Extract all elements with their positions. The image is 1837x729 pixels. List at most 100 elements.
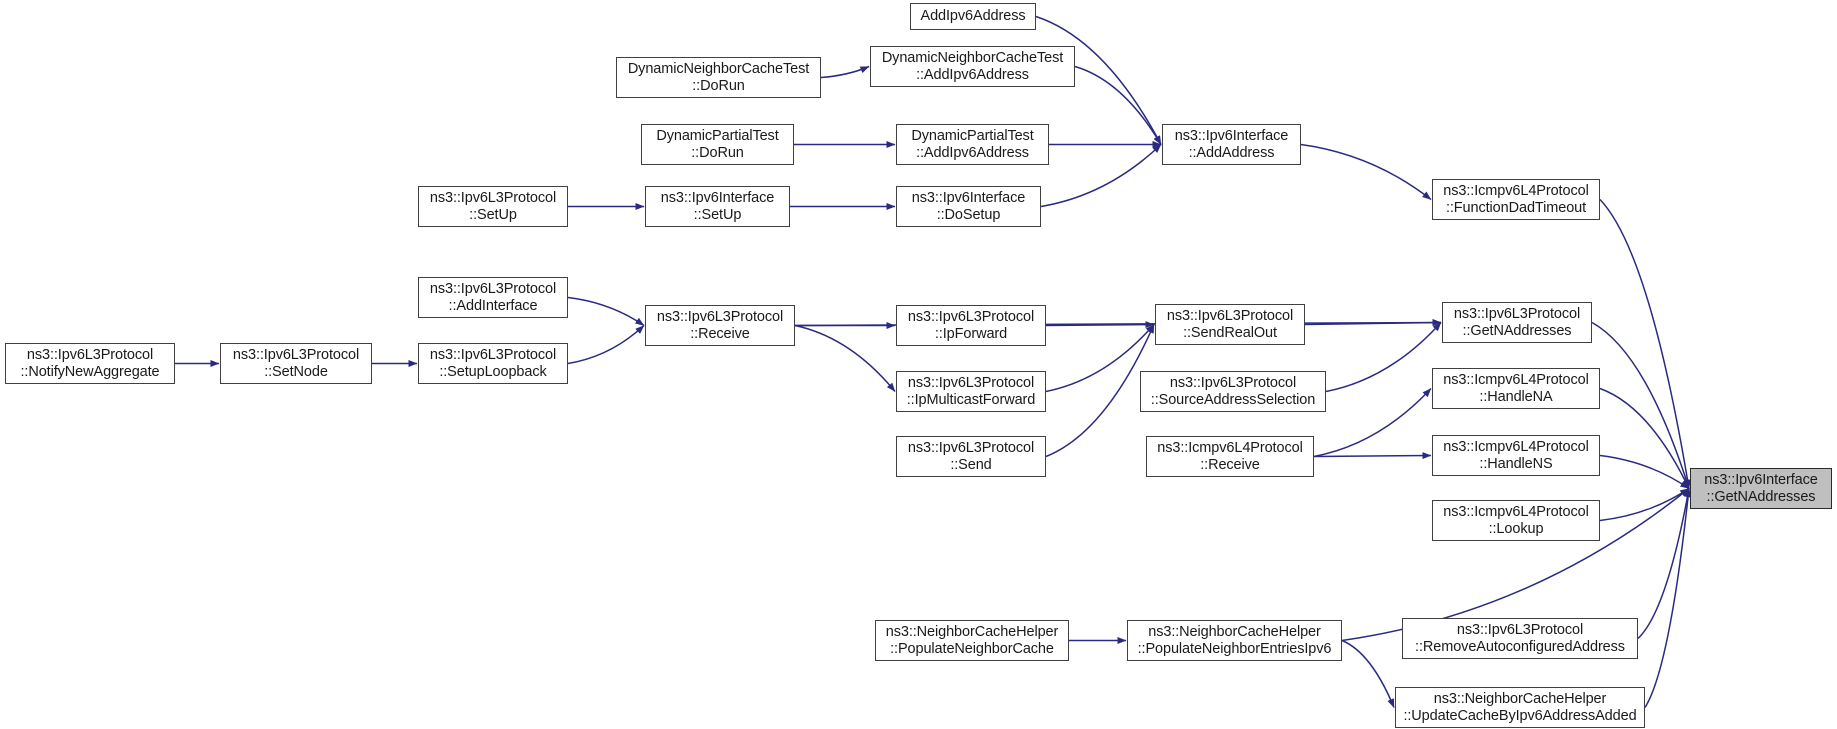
graph-node-icmp_functiondadtimeout[interactable]: ns3::Icmpv6L4Protocol::FunctionDadTimeou… xyxy=(1432,179,1600,220)
graph-node-nch_populateneighborcache[interactable]: ns3::NeighborCacheHelper::PopulateNeighb… xyxy=(875,620,1069,661)
graph-node-ipv6l3_send[interactable]: ns3::Ipv6L3Protocol::Send xyxy=(896,436,1046,477)
graph-node-nch_populateneighborentries[interactable]: ns3::NeighborCacheHelper::PopulateNeighb… xyxy=(1127,620,1342,661)
node-label-line2: ::AddAddress xyxy=(1188,144,1275,161)
graph-node-ipv6l3_addinterface[interactable]: ns3::Ipv6L3Protocol::AddInterface xyxy=(418,277,568,318)
node-label-line1: ns3::Ipv6Interface xyxy=(911,189,1026,206)
graph-edge-ipv6l3_ipforward-to-ipv6l3_sendrealout xyxy=(1045,321,1155,329)
node-label-line1: ns3::Ipv6L3Protocol xyxy=(1453,305,1581,322)
graph-edge-icmp_receive-to-icmp_handlens xyxy=(1313,452,1432,460)
node-label-line2: ::AddInterface xyxy=(448,297,538,314)
graph-node-ipv6l3_ipmulticastforward[interactable]: ns3::Ipv6L3Protocol::IpMulticastForward xyxy=(896,371,1046,412)
node-label-line1: DynamicPartialTest xyxy=(911,127,1034,144)
node-label-line1: ns3::Icmpv6L4Protocol xyxy=(1443,371,1589,388)
node-label-line2: ::Send xyxy=(950,456,992,473)
node-label-line2: ::UpdateCacheByIpv6AddressAdded xyxy=(1403,707,1637,724)
node-label-line2: ::PopulateNeighborCache xyxy=(890,640,1054,657)
graph-edge-ipv6l3_setuploopback-to-ipv6l3_receive xyxy=(567,324,645,365)
node-label-line1: ns3::NeighborCacheHelper xyxy=(1148,623,1321,640)
node-label-line2: ::GetNAddresses xyxy=(1462,322,1572,339)
node-label-line2: ::Receive xyxy=(1200,456,1260,473)
node-label-line2: ::AddIpv6Address xyxy=(916,66,1029,83)
graph-node-ipv6l3_sendrealout[interactable]: ns3::Ipv6L3Protocol::SendRealOut xyxy=(1155,304,1305,345)
node-label-line1: ns3::Ipv6L3Protocol xyxy=(26,346,154,363)
node-label-line2: ::AddIpv6Address xyxy=(916,144,1029,161)
graph-edge-ipv6l3_send-to-ipv6l3_sendrealout xyxy=(1045,324,1155,458)
graph-edge-ipv6l3_addinterface-to-ipv6l3_receive xyxy=(567,296,645,327)
node-label-line2: ::SourceAddressSelection xyxy=(1150,391,1316,408)
graph-node-ipv6l3_receive[interactable]: ns3::Ipv6L3Protocol::Receive xyxy=(645,305,795,346)
graph-node-nch_updatecache[interactable]: ns3::NeighborCacheHelper::UpdateCacheByI… xyxy=(1395,687,1645,728)
graph-node-ipv6l3_setuploopback[interactable]: ns3::Ipv6L3Protocol::SetupLoopback xyxy=(418,343,568,384)
graph-edge-ipv6l3_removeautoconf-to-ipv6if_getnaddresses xyxy=(1637,488,1691,640)
node-label-line1: ns3::Icmpv6L4Protocol xyxy=(1443,182,1589,199)
graph-node-dpt_addipv6address[interactable]: DynamicPartialTest::AddIpv6Address xyxy=(896,124,1049,165)
graph-node-ipv6if_dosetup[interactable]: ns3::Ipv6Interface::DoSetup xyxy=(896,186,1041,227)
graph-edge-icmp_receive-to-icmp_handlena xyxy=(1313,387,1432,458)
node-label-line1: AddIpv6Address xyxy=(920,8,1026,24)
graph-edge-ipv6l3_receive-to-ipv6l3_getnaddresses xyxy=(794,319,1442,327)
node-label-line2: ::DoRun xyxy=(691,144,744,161)
node-label-line2: ::NotifyNewAggregate xyxy=(20,363,160,380)
node-label-line1: ns3::Ipv6L3Protocol xyxy=(907,439,1035,456)
node-label-line1: ns3::Ipv6L3Protocol xyxy=(232,346,360,363)
node-label-line2: ::SetNode xyxy=(264,363,328,380)
node-label-line2: ::DoRun xyxy=(692,77,745,94)
graph-edge-icmp_handlens-to-ipv6if_getnaddresses xyxy=(1599,454,1690,490)
graph-node-ipv6l3_notifynewaggregate[interactable]: ns3::Ipv6L3Protocol::NotifyNewAggregate xyxy=(5,343,175,384)
graph-node-dnct_dorun[interactable]: DynamicNeighborCacheTest::DoRun xyxy=(616,57,821,98)
node-label-line2: ::SetUp xyxy=(693,206,742,223)
node-label-line2: ::SendRealOut xyxy=(1183,324,1277,341)
node-label-line1: ns3::Ipv6Interface xyxy=(660,189,775,206)
graph-node-ipv6l3_ipforward[interactable]: ns3::Ipv6L3Protocol::IpForward xyxy=(896,305,1046,346)
graph-node-icmp_handlens[interactable]: ns3::Icmpv6L4Protocol::HandleNS xyxy=(1432,435,1600,476)
graph-node-add_ipv6_address[interactable]: AddIpv6Address xyxy=(910,3,1036,30)
node-label-line1: DynamicPartialTest xyxy=(656,127,779,144)
graph-node-ipv6if_addaddress[interactable]: ns3::Ipv6Interface::AddAddress xyxy=(1162,124,1301,165)
node-label-line2: ::PopulateNeighborEntriesIpv6 xyxy=(1137,640,1332,657)
node-label-line2: ::HandleNS xyxy=(1479,455,1553,472)
graph-edge-dnct_addipv6address-to-ipv6if_addaddress xyxy=(1074,65,1162,145)
graph-node-ipv6l3_getnaddresses[interactable]: ns3::Ipv6L3Protocol::GetNAddresses xyxy=(1442,302,1592,343)
node-label-line1: ns3::Icmpv6L4Protocol xyxy=(1443,503,1589,520)
node-label-line1: ns3::Ipv6L3Protocol xyxy=(429,346,557,363)
graph-node-dpt_dorun[interactable]: DynamicPartialTest::DoRun xyxy=(641,124,794,165)
graph-node-ipv6l3_removeautoconf[interactable]: ns3::Ipv6L3Protocol::RemoveAutoconfigure… xyxy=(1402,618,1638,659)
node-label-line1: ns3::Ipv6Interface xyxy=(1704,471,1818,488)
node-label-line1: ns3::Ipv6L3Protocol xyxy=(429,280,557,297)
graph-edge-nch_updatecache-to-ipv6if_getnaddresses xyxy=(1644,488,1692,708)
graph-edge-ipv6if_addaddress-to-icmp_functiondadtimeout xyxy=(1300,143,1432,201)
graph-edge-ipv6l3_ipmulticastforward-to-ipv6l3_sendrealout xyxy=(1045,324,1155,393)
node-label-line2: ::DoSetup xyxy=(936,206,1001,223)
node-label-line1: ns3::Ipv6L3Protocol xyxy=(907,308,1035,325)
graph-node-ipv6l3_sourceaddressselection[interactable]: ns3::Ipv6L3Protocol::SourceAddressSelect… xyxy=(1140,371,1326,412)
node-label-line2: ::Lookup xyxy=(1488,520,1544,537)
graph-node-icmp_receive[interactable]: ns3::Icmpv6L4Protocol::Receive xyxy=(1146,436,1314,477)
graph-node-ipv6if_setup[interactable]: ns3::Ipv6Interface::SetUp xyxy=(645,186,790,227)
node-label-line1: ns3::Icmpv6L4Protocol xyxy=(1443,438,1589,455)
node-label-line1: ns3::NeighborCacheHelper xyxy=(885,623,1059,640)
graph-node-ipv6l3_setup[interactable]: ns3::Ipv6L3Protocol::SetUp xyxy=(418,186,568,227)
graph-edge-icmp_lookup-to-ipv6if_getnaddresses xyxy=(1599,487,1690,522)
node-label-line2: ::IpForward xyxy=(934,325,1008,342)
graph-node-dnct_addipv6address[interactable]: DynamicNeighborCacheTest::AddIpv6Address xyxy=(870,46,1075,87)
graph-edge-ipv6l3_sourceaddressselection-to-ipv6l3_getnaddresses xyxy=(1325,321,1442,393)
node-label-line2: ::IpMulticastForward xyxy=(906,391,1036,408)
node-label-line2: ::Receive xyxy=(690,325,750,342)
graph-edge-icmp_functiondadtimeout-to-ipv6if_getnaddresses xyxy=(1599,198,1692,489)
node-label-line2: ::SetUp xyxy=(469,206,517,223)
node-label-line2: ::SetupLoopback xyxy=(439,363,547,380)
node-label-line2: ::HandleNA xyxy=(1479,388,1553,405)
graph-edge-ipv6if_dosetup-to-ipv6if_addaddress xyxy=(1040,143,1162,208)
graph-edge-ipv6l3_receive-to-ipv6l3_ipmulticastforward xyxy=(794,324,896,392)
graph-edge-ipv6l3_sendrealout-to-ipv6l3_getnaddresses xyxy=(1304,319,1442,327)
node-label-line1: ns3::Ipv6L3Protocol xyxy=(907,374,1035,391)
node-label-line2: ::RemoveAutoconfiguredAddress xyxy=(1415,638,1625,655)
graph-node-ipv6l3_setnode[interactable]: ns3::Ipv6L3Protocol::SetNode xyxy=(220,343,372,384)
node-label-line1: ns3::NeighborCacheHelper xyxy=(1433,690,1607,707)
node-label-line1: ns3::Ipv6L3Protocol xyxy=(1166,307,1294,324)
graph-node-icmp_lookup[interactable]: ns3::Icmpv6L4Protocol::Lookup xyxy=(1432,500,1600,541)
graph-node-icmp_handlena[interactable]: ns3::Icmpv6L4Protocol::HandleNA xyxy=(1432,368,1600,409)
graph-node-ipv6if_getnaddresses[interactable]: ns3::Ipv6Interface::GetNAddresses xyxy=(1690,468,1832,509)
graph-edge-dnct_dorun-to-dnct_addipv6address xyxy=(820,65,870,79)
